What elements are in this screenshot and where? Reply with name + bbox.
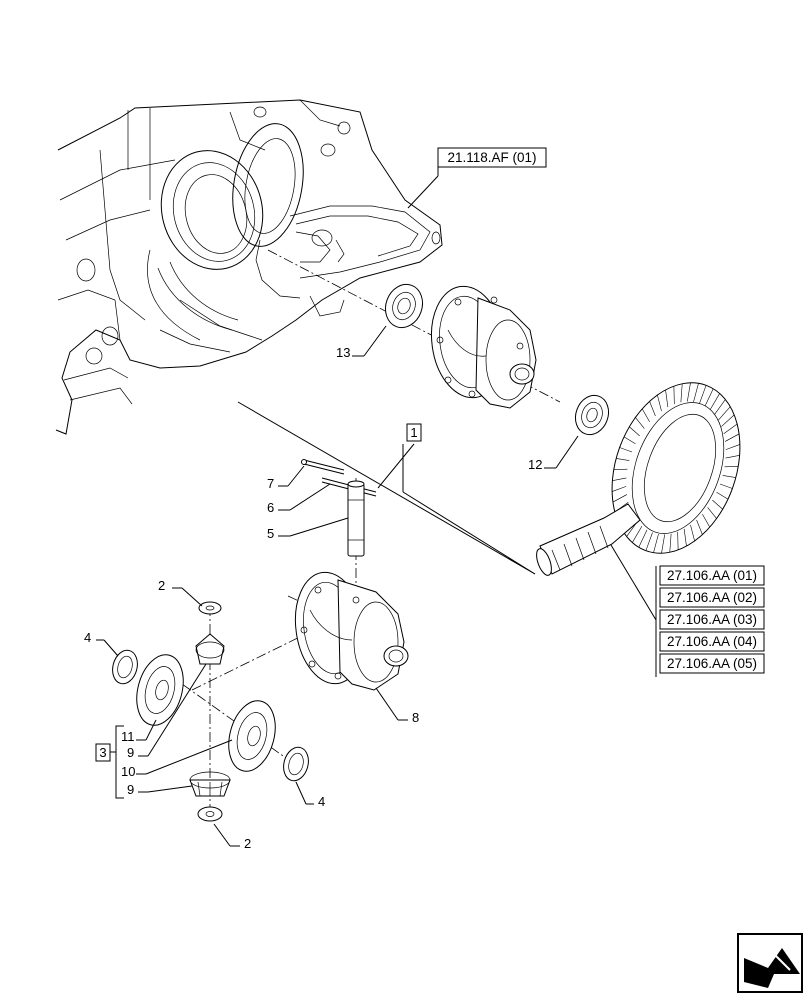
svg-text:7: 7	[267, 476, 274, 491]
svg-text:1: 1	[410, 425, 417, 440]
svg-text:9: 9	[127, 745, 134, 760]
ring-gear-and-pinion	[534, 365, 763, 577]
callout-6: 6	[267, 484, 330, 515]
housing-reference[interactable]: 21.118.AF (01)	[438, 148, 546, 167]
callout-4-right: 4	[296, 782, 325, 809]
callout-9-lower: 9	[127, 782, 192, 797]
next-page-arrow-icon[interactable]	[738, 934, 802, 992]
washer-2-bottom	[198, 807, 222, 821]
svg-text:5: 5	[267, 526, 274, 541]
thrust-washer-4-left	[109, 647, 141, 686]
callout-7: 7	[267, 466, 304, 491]
thrust-washer-4-right	[280, 744, 312, 783]
svg-text:4: 4	[318, 794, 325, 809]
callout-3: 3	[96, 726, 124, 798]
svg-text:11: 11	[121, 729, 135, 744]
callout-5: 5	[267, 518, 348, 541]
svg-text:8: 8	[412, 710, 419, 725]
ring-gear-references: 27.106.AA (01) 27.106.AA (02) 27.106.AA …	[656, 566, 764, 677]
callout-10: 10	[121, 740, 232, 779]
cross-shaft-5	[348, 481, 364, 556]
callout-2-bottom: 2	[214, 824, 251, 851]
side-gear-10	[221, 696, 282, 777]
svg-text:12: 12	[528, 457, 542, 472]
pin-7	[302, 460, 345, 475]
differential-case-assembled	[425, 282, 536, 408]
callout-2-top: 2	[158, 578, 202, 606]
svg-text:9: 9	[127, 782, 134, 797]
callout-13: 13	[336, 326, 386, 360]
svg-text:4: 4	[84, 630, 91, 645]
washer-2-top	[199, 602, 221, 614]
svg-text:2: 2	[244, 836, 251, 851]
svg-text:10: 10	[121, 764, 135, 779]
svg-text:6: 6	[267, 500, 274, 515]
pinion-gear-9-upper	[196, 634, 224, 664]
transmission-housing	[56, 100, 442, 434]
differential-case-8	[289, 568, 408, 690]
svg-text:2: 2	[158, 578, 165, 593]
ring-gear-ref-1-text: 27.106.AA (01)	[667, 568, 757, 583]
ring-gear-ref-4-text: 27.106.AA (04)	[667, 634, 757, 649]
svg-text:21.118.AF (01): 21.118.AF (01)	[447, 150, 536, 165]
side-gear-11	[129, 650, 190, 731]
ring-gear-ref-5-text: 27.106.AA (05)	[667, 656, 757, 671]
ring-gear-ref-3-text: 27.106.AA (03)	[667, 612, 757, 627]
ring-gear-ref-2-text: 27.106.AA (02)	[667, 590, 757, 605]
callout-8: 8	[376, 688, 419, 725]
svg-text:13: 13	[336, 345, 350, 360]
callout-12: 12	[528, 436, 578, 472]
callout-1: 1	[407, 424, 421, 441]
callout-4-left: 4	[84, 630, 118, 656]
bearing-13	[380, 279, 429, 333]
svg-text:3: 3	[99, 745, 106, 760]
bearing-12	[570, 391, 614, 440]
